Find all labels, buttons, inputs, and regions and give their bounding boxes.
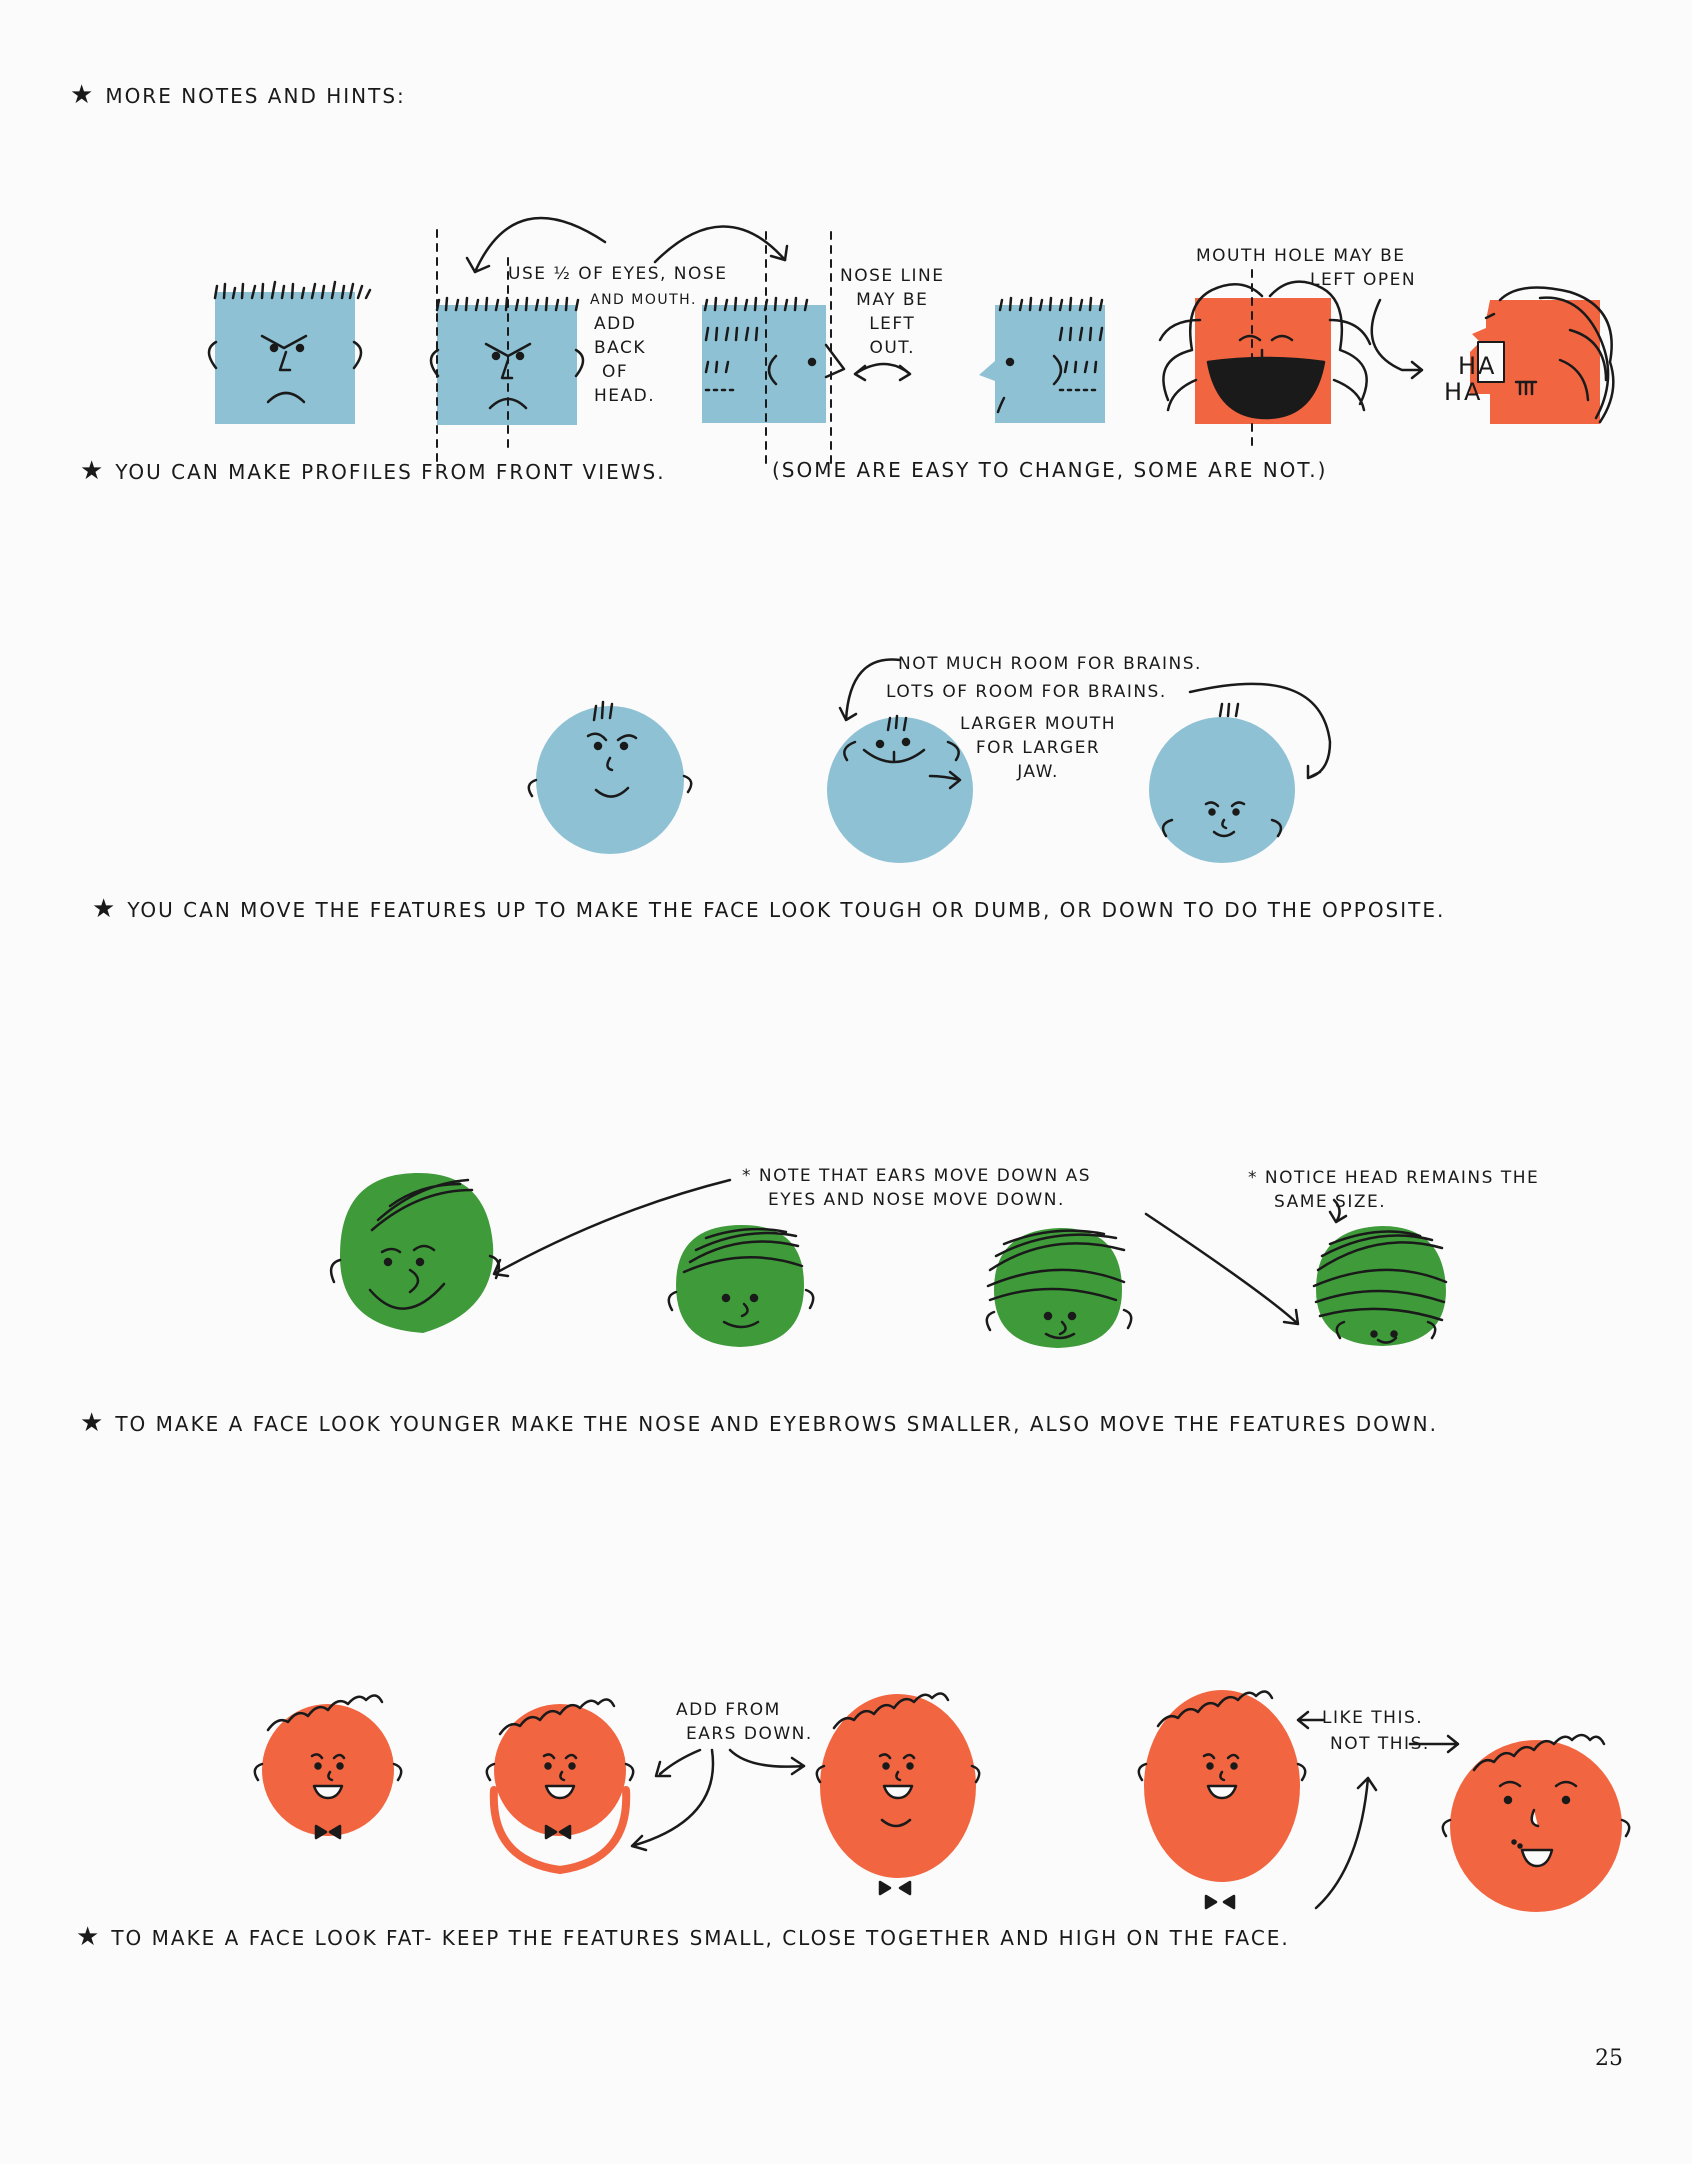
caption-2-text: YOU CAN MOVE THE FEATURES UP TO MAKE THE… <box>127 898 1446 922</box>
orange-face-fat <box>815 1692 981 1896</box>
square-face-half <box>429 216 789 463</box>
note-not-this: NOT THIS. <box>1330 1734 1430 1754</box>
orange-face-like <box>1137 1690 1307 1910</box>
note-ears-line: * NOTE THAT EARS MOVE DOWN AS <box>742 1166 1092 1186</box>
star-icon: ★ <box>76 1922 102 1952</box>
note-mouth-line: LEFT OPEN <box>1310 270 1417 290</box>
note-like-this: LIKE THIS. <box>1322 1708 1424 1728</box>
note-half-frac: ½ <box>553 264 572 284</box>
arrow-head-note <box>1144 1212 1300 1326</box>
note-add-line: ADD FROM <box>676 1700 781 1720</box>
orange-face-not <box>1441 1733 1631 1912</box>
caption-2: ★ YOU CAN MOVE THE FEATURES UP TO MAKE TH… <box>92 894 1445 924</box>
arrow-same-size <box>1328 1198 1348 1224</box>
page-number: 25 <box>1595 2046 1623 2071</box>
round-face-dumb <box>827 658 973 863</box>
arrow-caption <box>1314 1776 1378 1910</box>
laughing-face-profile <box>1470 286 1615 424</box>
note-larger-mouth-line: LARGER MOUTH <box>960 714 1117 734</box>
note-nose-line: MAY BE <box>856 290 929 310</box>
note-nose-line: OUT. <box>869 338 916 358</box>
note-larger-mouth-line: FOR LARGER <box>975 738 1101 758</box>
note-head: * NOTICE HEAD REMAINS THE SAME SIZE. <box>1248 1166 1539 1214</box>
note-half: USE ½ OF EYES, NOSE <box>508 262 727 286</box>
laugh-1: HA <box>1458 352 1497 380</box>
green-face-2 <box>667 1225 815 1347</box>
note-back: ADD BACK OF HEAD. <box>594 312 655 408</box>
note-add-from-ears: ADD FROM EARS DOWN. <box>676 1698 813 1746</box>
caption-1-paren: (SOME ARE EASY TO CHANGE, SOME ARE NOT.) <box>772 458 1328 482</box>
orange-face-small <box>253 1694 403 1840</box>
caption-1: ★ YOU CAN MAKE PROFILES FROM FRONT VIEWS. <box>80 456 666 486</box>
page-heading: ★ MORE NOTES AND HINTS: <box>70 80 406 110</box>
star-icon: ★ <box>80 456 106 486</box>
arrow-add-right <box>728 1748 806 1776</box>
arrow-like <box>1296 1710 1326 1730</box>
note-nose: NOSE LINE MAY BE LEFT OUT. <box>840 264 944 360</box>
arrow-add-left <box>654 1748 702 1778</box>
square-face-front <box>207 280 372 424</box>
green-face-1 <box>329 1172 501 1333</box>
note-mouth-hole: MOUTH HOLE MAY BE LEFT OPEN <box>1196 244 1416 292</box>
star-icon: ★ <box>80 1408 106 1438</box>
note-brains-small: NOT MUCH ROOM FOR BRAINS. <box>898 654 1202 674</box>
note-ears: * NOTE THAT EARS MOVE DOWN AS EYES AND N… <box>742 1164 1091 1212</box>
round-face-smart <box>1149 682 1332 863</box>
round-face-tough <box>527 700 693 854</box>
note-add-line: EARS DOWN. <box>686 1724 813 1744</box>
note-half-a: USE <box>508 264 547 284</box>
note-back-line: OF <box>602 362 629 382</box>
square-face-back <box>702 231 846 471</box>
arrow-not <box>1408 1734 1460 1754</box>
note-ears-line: EYES AND NOSE MOVE DOWN. <box>768 1190 1065 1210</box>
laughing-face-front <box>1158 269 1424 451</box>
caption-3: ★ TO MAKE A FACE LOOK YOUNGER MAKE THE NO… <box>80 1408 1438 1438</box>
note-larger-mouth: LARGER MOUTH FOR LARGER JAW. <box>960 712 1116 784</box>
laugh-2: HA <box>1444 378 1483 406</box>
caption-4-text: TO MAKE A FACE LOOK FAT- KEEP THE FEATUR… <box>111 1926 1290 1950</box>
caption-1-text: YOU CAN MAKE PROFILES FROM FRONT VIEWS. <box>115 460 666 484</box>
star-icon: ★ <box>92 894 118 924</box>
square-face-profile <box>853 296 1105 423</box>
note-half-c: AND MOUTH. <box>590 292 697 308</box>
note-head-line: * NOTICE HEAD REMAINS THE <box>1248 1168 1540 1188</box>
note-back-line: BACK <box>594 338 647 358</box>
note-nose-line: LEFT <box>869 314 916 334</box>
note-back-line: HEAD. <box>594 386 656 406</box>
note-half-b: OF EYES, NOSE <box>578 264 728 284</box>
note-brains-large: LOTS OF ROOM FOR BRAINS. <box>886 682 1167 702</box>
note-nose-line: NOSE LINE <box>840 266 945 286</box>
note-head-line: SAME SIZE. <box>1274 1192 1387 1212</box>
caption-3-text: TO MAKE A FACE LOOK YOUNGER MAKE THE NOS… <box>115 1412 1438 1436</box>
green-face-4 <box>1312 1226 1448 1346</box>
arrow-add-down <box>630 1748 715 1852</box>
orange-face-outline <box>485 1698 635 1874</box>
green-face-3 <box>985 1228 1133 1348</box>
note-larger-mouth-line: JAW. <box>1017 762 1059 782</box>
arrow-ears-note <box>492 1178 732 1278</box>
star-icon: ★ <box>70 80 96 110</box>
note-mouth-line: MOUTH HOLE MAY BE <box>1196 246 1406 266</box>
page-title: MORE NOTES AND HINTS: <box>105 84 406 108</box>
note-back-line: ADD <box>594 314 637 334</box>
caption-4: ★ TO MAKE A FACE LOOK FAT- KEEP THE FEATU… <box>76 1922 1290 1952</box>
